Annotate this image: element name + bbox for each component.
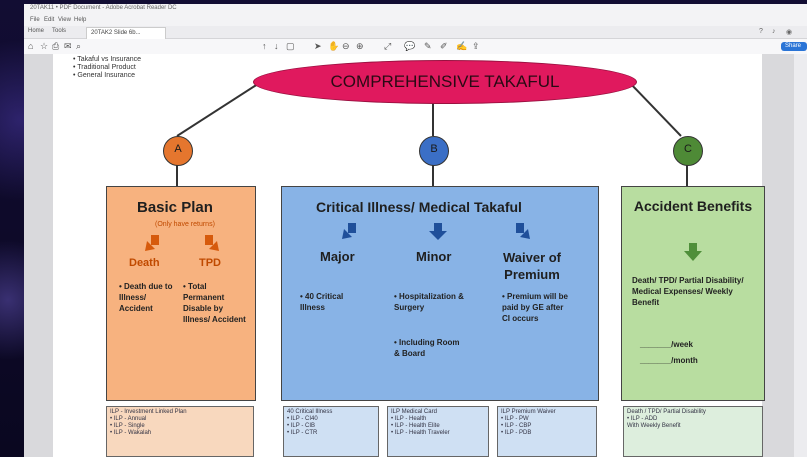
menu-file[interactable]: File	[30, 17, 40, 23]
hand-tool-icon[interactable]: ✋	[328, 41, 340, 51]
menu-view[interactable]: View	[58, 17, 71, 23]
waiver-label: Waiver of Premium	[502, 250, 562, 282]
share-button[interactable]: Share	[781, 42, 807, 51]
header-ellipse: COMPREHENSIVE TAKAFUL	[253, 60, 637, 104]
death-label: Death	[129, 257, 160, 269]
title-bar: 20TAK11 • PDF Document - Adobe Acrobat R…	[24, 4, 807, 15]
search-icon[interactable]: ⌕	[76, 41, 82, 51]
circle-c: C	[673, 136, 703, 166]
accident-title: Accident Benefits	[633, 198, 753, 214]
accident-week: _______/week	[640, 340, 693, 349]
select-tool-icon[interactable]: ➤	[314, 41, 322, 51]
arrow-down-right-icon	[516, 223, 530, 239]
arrow-down-icon	[429, 223, 447, 240]
circle-b: B	[419, 136, 449, 166]
bottom-box-medical: ILP Medical Card• ILP - Health• ILP - He…	[387, 406, 489, 457]
menu-help[interactable]: Help	[74, 17, 87, 23]
critical-illness-box: Critical Illness/ Medical Takaful Major …	[281, 186, 599, 401]
bookmark-icon[interactable]: ☆	[40, 41, 49, 51]
legend-item: • Traditional Product	[73, 64, 136, 71]
basic-plan-title: Basic Plan	[137, 199, 213, 216]
email-icon[interactable]: ✉	[64, 41, 72, 51]
accident-month: _______/month	[640, 356, 698, 365]
tpd-label: TPD	[199, 257, 221, 269]
fit-page-icon[interactable]: ⤢	[384, 41, 392, 51]
bottom-box-ci: 40 Critical Illness• ILP - CI40• ILP - C…	[283, 406, 379, 457]
ci-title: Critical Illness/ Medical Takaful	[316, 199, 522, 215]
page-field-icon[interactable]: ▢	[286, 41, 295, 51]
minor-desc-2: • Including Room & Board	[394, 338, 460, 358]
basic-plan-subtitle: (Only have returns)	[155, 221, 215, 228]
arrow-down-right-icon	[205, 235, 219, 251]
reader-window: 20TAK11 • PDF Document - Adobe Acrobat R…	[24, 4, 807, 457]
header-title: COMPREHENSIVE TAKAFUL	[330, 72, 560, 91]
major-label: Major	[320, 249, 355, 264]
draw-icon[interactable]: ✐	[440, 41, 448, 51]
major-desc: • 40 Critical Illness	[300, 292, 344, 312]
toolbar: ⌂ ☆ ⎙ ✉ ⌕ ↑ ↓ ▢ ➤ ✋ ⊖ ⊕ ⤢ 💬 ✎ ✐ ✍ ⇪ Shar…	[24, 39, 807, 55]
share-icon[interactable]: ⇪	[472, 41, 480, 51]
legend-item: • General Insurance	[73, 72, 135, 79]
zoom-in-icon[interactable]: ⊕	[356, 41, 364, 51]
menu-bar: File Edit View Help	[24, 15, 807, 26]
account-icon[interactable]: ◉	[786, 29, 793, 36]
circle-a: A	[163, 136, 193, 166]
sign-icon[interactable]: ✍	[456, 41, 468, 51]
bottom-box-accident: Death / TPD/ Partial Disability• ILP - A…	[623, 406, 763, 457]
basic-plan-box: Basic Plan (Only have returns) Death TPD…	[106, 186, 256, 401]
connector-lines	[176, 81, 688, 186]
minor-desc-1: • Hospitalization & Surgery	[394, 292, 464, 312]
arrow-down-icon	[684, 243, 702, 261]
arrow-down-left-icon	[342, 223, 356, 239]
legend-item: • Takaful vs Insurance	[73, 56, 142, 63]
death-desc: • Death due to Illness/ Accident	[119, 282, 173, 313]
next-page-icon[interactable]: ↓	[274, 41, 279, 51]
comment-icon[interactable]: 💬	[404, 41, 416, 51]
help-icon[interactable]: ?	[759, 28, 763, 35]
tab-document[interactable]: 20TAK2 Slide 6b...	[86, 27, 166, 39]
tab-tools[interactable]: Tools	[52, 28, 67, 34]
waiver-desc: • Premium will be paid by GE after CI oc…	[502, 292, 568, 323]
accident-desc: Death/ TPD/ Partial Disability/ Medical …	[632, 276, 744, 307]
home-icon[interactable]: ⌂	[28, 41, 34, 51]
vertical-scrollbar[interactable]	[794, 54, 807, 457]
tpd-desc: • Total Permanent Disable by Illness/ Ac…	[183, 282, 246, 324]
menu-edit[interactable]: Edit	[44, 17, 55, 23]
arrow-down-left-icon	[145, 235, 159, 251]
left-gutter	[24, 54, 53, 457]
bottom-box-ilp: ILP - Investment Linked Plan• ILP - Annu…	[106, 406, 254, 457]
notification-icon[interactable]: ♪	[772, 28, 776, 35]
window-title: 20TAK11 • PDF Document - Adobe Acrobat R…	[30, 5, 177, 11]
bullet-legend: • Takaful vs Insurance • Traditional Pro…	[73, 56, 141, 80]
tab-bar: Home Tools 20TAK2 Slide 6b...	[24, 26, 807, 39]
highlight-icon[interactable]: ✎	[424, 41, 432, 51]
slide-page: • Takaful vs Insurance • Traditional Pro…	[53, 54, 765, 457]
tab-home[interactable]: Home	[28, 28, 45, 34]
minor-label: Minor	[416, 249, 452, 264]
print-icon[interactable]: ⎙	[52, 41, 60, 51]
prev-page-icon[interactable]: ↑	[262, 41, 267, 51]
zoom-out-icon[interactable]: ⊖	[342, 41, 350, 51]
bottom-box-waiver: ILP Premium Waiver• ILP - PW• ILP - CBP•…	[497, 406, 597, 457]
accident-benefits-box: Accident Benefits Death/ TPD/ Partial Di…	[621, 186, 765, 401]
